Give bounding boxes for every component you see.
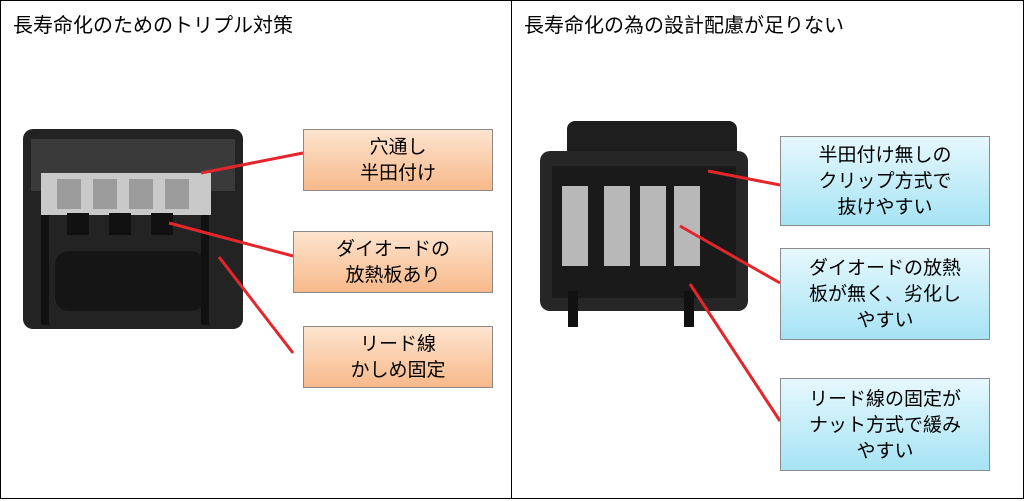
leader-line-nut bbox=[688, 283, 782, 422]
terminal-3 bbox=[129, 179, 153, 209]
callout-lead-wire-line-2: かしめ固定 bbox=[350, 359, 446, 381]
callout-nut-line-2: ナット方式で緩み bbox=[808, 413, 961, 436]
callout-diode-line-2: 板が無く、劣化し bbox=[808, 283, 961, 305]
left-junction-box-photo bbox=[23, 129, 304, 354]
callout-nut: リード線の固定が ナット方式で緩み やすい bbox=[780, 378, 990, 471]
potting-area bbox=[55, 251, 205, 311]
callout-clip-line-3: 抜けやすい bbox=[837, 196, 933, 218]
clip-terminal-2 bbox=[604, 186, 630, 266]
callout-clip: 半田付け無しの クリップ方式で 抜けやすい bbox=[780, 136, 990, 226]
callout-lead-wire-line-1: リード線 bbox=[359, 333, 436, 355]
callout-diode-line-3: やすい bbox=[856, 309, 914, 331]
terminal-2 bbox=[93, 179, 117, 209]
leader-line-solder bbox=[200, 151, 304, 175]
right-panel: 長寿命化の為の設計配慮が足りない 半田付け無しの クリップ方式で 抜けやすい ダ… bbox=[511, 0, 1024, 499]
callout-nut-line-1: リード線の固定が bbox=[808, 387, 961, 410]
clip-terminal-1 bbox=[562, 186, 588, 266]
cable-left bbox=[41, 215, 49, 325]
diode-2 bbox=[109, 213, 131, 235]
diode-1 bbox=[67, 213, 89, 235]
left-panel-title: 長寿命化のためのトリプル対策 bbox=[13, 13, 293, 37]
leader-line-heatsink bbox=[168, 221, 294, 258]
callout-solder-line-2: 半田付け bbox=[359, 162, 436, 184]
cable-left bbox=[568, 291, 578, 327]
callout-lead-wire: リード線 かしめ固定 bbox=[303, 326, 493, 388]
callout-heatsink-line-2: 放熱板あり bbox=[345, 264, 441, 286]
callout-clip-line-2: クリップ方式で bbox=[818, 170, 952, 192]
callout-nut-line-3: やすい bbox=[856, 439, 914, 462]
leader-line-lead-wire bbox=[217, 256, 295, 354]
right-junction-box-photo bbox=[540, 121, 782, 422]
callout-heatsink: ダイオードの 放熱板あり bbox=[293, 231, 493, 293]
leader-line-clip bbox=[707, 169, 781, 187]
callout-solder: 穴通し 半田付け bbox=[303, 129, 493, 191]
callout-diode-line-1: ダイオードの放熱 bbox=[808, 257, 961, 279]
clip-terminal-4 bbox=[674, 186, 700, 266]
clip-terminal-3 bbox=[640, 186, 666, 266]
right-panel-title: 長寿命化の為の設計配慮が足りない bbox=[524, 13, 844, 37]
cable-right bbox=[201, 215, 209, 325]
callout-heatsink-line-1: ダイオードの bbox=[335, 238, 450, 260]
callout-diode: ダイオードの放熱 板が無く、劣化し やすい bbox=[780, 248, 990, 340]
callout-solder-line-1: 穴通し bbox=[369, 136, 427, 158]
left-panel: 長寿命化のためのトリプル対策 穴通し 半田付け ダイオードの 放熱板あり リード… bbox=[0, 0, 512, 499]
leader-line-diode bbox=[679, 224, 781, 285]
diode-3 bbox=[151, 213, 173, 235]
terminal-1 bbox=[57, 179, 81, 209]
cable-right bbox=[684, 291, 694, 327]
terminal-4 bbox=[165, 179, 189, 209]
callout-clip-line-1: 半田付け無しの bbox=[818, 144, 952, 166]
